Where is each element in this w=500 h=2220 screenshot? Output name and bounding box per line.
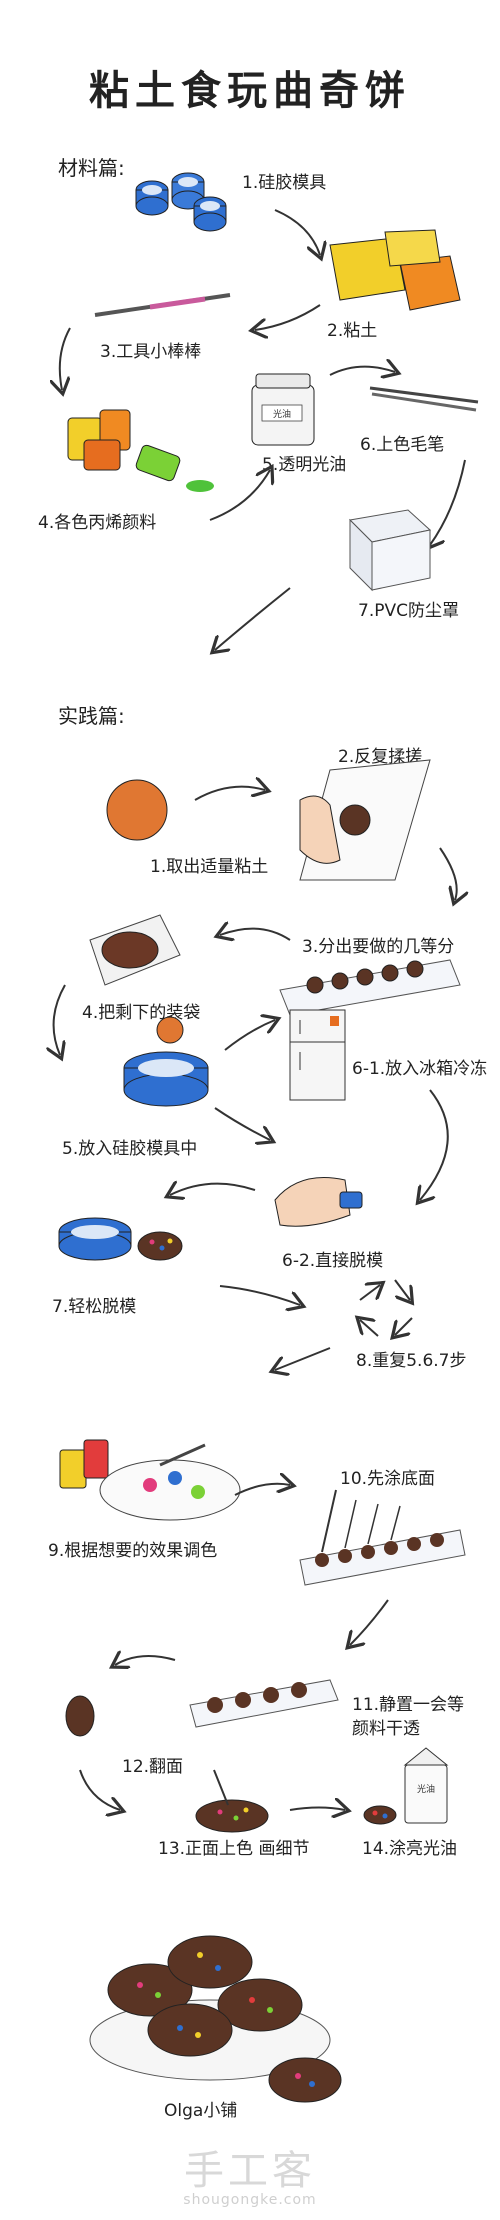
paint-bottom-icon	[299, 1489, 466, 1586]
clay-bag-icon	[89, 914, 181, 986]
varnish-jar-icon: 光油	[251, 373, 315, 446]
section-practice: 实践篇:	[58, 704, 125, 728]
drying-cookies-icon	[189, 1679, 339, 1728]
step-3-label: 3.分出要做的几等分	[302, 937, 455, 957]
dust-cover-icon	[348, 509, 432, 592]
material-4-label: 4.各色丙烯颜料	[38, 513, 157, 533]
fridge-icon	[289, 1009, 346, 1101]
watermark-logo: 手工客	[184, 2148, 316, 2194]
step-10-label: 10.先涂底面	[340, 1469, 436, 1489]
tool-stick-icon	[94, 293, 231, 317]
palette-icon	[59, 1439, 241, 1521]
finished-cookies-icon	[89, 1935, 342, 2103]
varnish-bottle-icon: 光油	[363, 1747, 449, 1825]
mold-with-clay-icon	[123, 1016, 209, 1107]
signature: Olga小铺	[164, 2101, 238, 2121]
demold-hand-icon	[274, 1177, 363, 1227]
step-14-label: 14.涂亮光油	[362, 1839, 458, 1859]
material-5-label: 5.透明光油	[262, 455, 347, 475]
svg-text:光油: 光油	[273, 408, 291, 420]
svg-text:光油: 光油	[417, 1783, 435, 1795]
material-6-label: 6.上色毛笔	[360, 435, 445, 455]
flipped-cookie-icon	[65, 1695, 95, 1737]
page-title: 粘土食玩曲奇饼	[89, 68, 411, 114]
section-materials: 材料篇:	[58, 156, 125, 180]
material-3-label: 3.工具小棒棒	[100, 342, 202, 362]
step-6-2-label: 6-2.直接脱模	[282, 1251, 384, 1271]
step-11-label-line2: 颜料干透	[352, 1719, 420, 1739]
step-9-label: 9.根据想要的效果调色	[48, 1541, 218, 1561]
repeat-cycle-icon	[360, 1279, 412, 1336]
kneading-hand-icon	[299, 759, 431, 881]
step-2-label: 2.反复揉搓	[338, 747, 423, 767]
step-7-label: 7.轻松脱模	[52, 1297, 137, 1317]
step-5-label: 5.放入硅胶模具中	[62, 1139, 198, 1159]
step-11-label: 11.静置一会等	[352, 1695, 465, 1715]
divided-clay-icon	[279, 959, 461, 1016]
material-7-label: 7.PVC防尘罩	[358, 601, 459, 621]
watermark-url: shougongke.com	[183, 2192, 317, 2208]
material-2-label: 2.粘土	[327, 321, 378, 341]
paint-front-icon	[195, 1769, 269, 1833]
acrylic-paint-icon	[67, 409, 214, 492]
paint-brush-icon	[369, 386, 479, 412]
step-13-label: 13.正面上色 画细节	[158, 1839, 310, 1859]
step-1-label: 1.取出适量粘土	[150, 857, 269, 877]
material-1-label: 1.硅胶模具	[242, 173, 327, 193]
clay-pack-icon	[329, 229, 461, 311]
silicone-mold-icon	[135, 172, 227, 232]
mold-and-cookie-icon	[58, 1217, 183, 1261]
step-6-1-label: 6-1.放入冰箱冷冻	[352, 1059, 488, 1079]
step-8-label: 8.重复5.6.7步	[356, 1351, 467, 1371]
clay-ball-icon	[106, 779, 168, 841]
step-12-label: 12.翻面	[122, 1757, 184, 1777]
